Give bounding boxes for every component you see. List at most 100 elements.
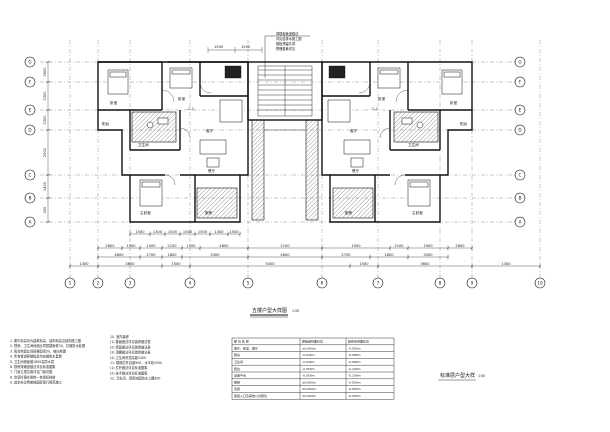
right-room-bedroom-2: 卧室 bbox=[378, 96, 386, 101]
axis-bubble-left bbox=[24, 192, 36, 204]
dimension-label: 1900 bbox=[126, 244, 136, 248]
note-line: 11. 楼梯栏杆高度900，水平段1050 bbox=[110, 360, 162, 365]
right-room-master: 主卧室 bbox=[412, 210, 423, 215]
left-room-dining: 餐厅 bbox=[208, 168, 216, 173]
table-header: 部 位 名 称 bbox=[234, 339, 249, 344]
axis-bubble-right bbox=[514, 76, 526, 88]
general-notes-middle: 10. 室内装修(1) 楼面做法详见装修做法表(2) 墙面做法详见装修做法表(3… bbox=[110, 334, 162, 381]
note-line: 3. 阳台地面比同层楼面低50，坡向地漏 bbox=[10, 348, 66, 353]
axis-label-left: B bbox=[29, 196, 32, 201]
table-header: 装修完成面标高 bbox=[348, 339, 369, 344]
left-bathroom-hatch bbox=[131, 111, 177, 143]
table-cell: -0.030m bbox=[302, 360, 315, 364]
axis-bubble-bottom bbox=[242, 277, 254, 289]
axis-bubble-bottom bbox=[184, 277, 196, 289]
note-line: 7. 门窗立樘位置详见门窗详图 bbox=[10, 369, 52, 374]
right-kitchen-hatch bbox=[332, 187, 374, 219]
table-cell: -0.080m bbox=[348, 360, 361, 364]
axis-bubble-left bbox=[24, 216, 36, 228]
table-cell: -0.050m bbox=[348, 346, 361, 350]
vertical-dimension-label: 3300 bbox=[43, 115, 47, 125]
dimension-label: 2700 bbox=[341, 253, 351, 257]
top-dim-2: 1500 bbox=[241, 45, 251, 49]
dimension-label: 1500 bbox=[168, 230, 178, 234]
left-unit-plan: 卧室 卧室 客厅 卫生间 厨房 阳台 餐厅 主卧室 C-1 bbox=[97, 61, 249, 223]
table-cell: 客厅、卧室、餐厅 bbox=[234, 345, 258, 350]
table-cell: 走廊 bbox=[234, 386, 240, 391]
table-cell: -0.050m bbox=[302, 367, 315, 371]
dimension-label: 1800 bbox=[384, 253, 394, 257]
table-cell: -0.100m bbox=[348, 374, 361, 378]
dimension-label: 1500 bbox=[171, 262, 181, 266]
right-toilet bbox=[416, 121, 424, 129]
callout-line-3: 楼板预留孔洞 bbox=[276, 41, 295, 46]
table-cell: ±0.000m bbox=[302, 380, 316, 384]
right-sofa bbox=[343, 139, 371, 155]
note-line: (4) 卫生间吊顶高度2400 bbox=[110, 355, 146, 360]
dimension-label: 5000 bbox=[265, 262, 275, 266]
axis-label-bottom: 9 bbox=[471, 281, 474, 286]
axis-label-right: B bbox=[519, 196, 522, 201]
axis-bubble-left bbox=[24, 76, 36, 88]
axis-label-right: G bbox=[518, 60, 521, 65]
table-cell: -0.100m bbox=[348, 367, 361, 371]
dimension-label: 1900 bbox=[423, 244, 433, 248]
right-unit-plan: 卧室 卧室 客厅 卫生间 厨房 阳台 餐厅 主卧室 C-1 bbox=[321, 61, 473, 223]
left-window-tag: C-1 bbox=[188, 107, 194, 111]
left-toilet bbox=[146, 121, 154, 129]
axis-label-left: D bbox=[28, 128, 31, 133]
table-cell: -0.050m bbox=[348, 387, 361, 391]
axis-bubble-right bbox=[514, 56, 526, 68]
right-window-tag: C-1 bbox=[372, 107, 378, 111]
dimension-label: 1300 bbox=[501, 262, 511, 266]
table-cell: -0.030m bbox=[302, 353, 315, 357]
callout-line-2: 详见给排水施工图 bbox=[276, 36, 302, 41]
note-line: 1. 图中标高均为建筑标高，结构标高见结构施工图 bbox=[10, 338, 81, 343]
axis-bubble-bottom bbox=[434, 277, 446, 289]
left-room-bedroom-1: 卧室 bbox=[110, 100, 118, 105]
vertical-dimension-label: 3600 bbox=[43, 67, 47, 77]
axis-label-left: E bbox=[29, 108, 32, 113]
dimension-label: 1500 bbox=[135, 230, 145, 234]
plan-title: 五楼户型大样图 bbox=[252, 307, 287, 314]
plan-scale: 1:50 bbox=[292, 309, 299, 313]
callout-line-4: 预埋套管详见 bbox=[276, 46, 296, 51]
axis-bubble-right bbox=[514, 169, 526, 181]
right-room-living: 客厅 bbox=[350, 128, 358, 133]
table-cell: 楼梯 bbox=[234, 379, 240, 384]
vertical-axis-lines bbox=[69, 40, 541, 278]
right-room-kitchen: 厨房 bbox=[345, 210, 353, 215]
dimension-label: 1500 bbox=[146, 244, 156, 248]
axis-bubble-right bbox=[514, 124, 526, 136]
callout-line-1: 穿楼板管道做法 bbox=[276, 31, 298, 36]
vertical-dimension-label: 300 bbox=[43, 206, 47, 214]
note-line: 10. 室内装修 bbox=[110, 334, 130, 339]
axis-label-bottom: 7 bbox=[377, 281, 380, 286]
axis-label-right: C bbox=[519, 173, 522, 178]
axis-bubble-bottom bbox=[372, 277, 384, 289]
axis-bubble-right bbox=[514, 104, 526, 116]
dimension-label: 2100 bbox=[394, 244, 404, 248]
table-cell: -0.050m bbox=[348, 380, 361, 384]
dimension-label: 1500 bbox=[183, 230, 193, 234]
table-frame bbox=[231, 337, 395, 400]
axis-bubble-bottom bbox=[466, 277, 478, 289]
axis-label-bottom: 8 bbox=[439, 281, 442, 286]
left-stair-equipment bbox=[224, 65, 242, 79]
left-room-master: 主卧室 bbox=[140, 210, 151, 215]
axis-label-right: F bbox=[519, 80, 522, 85]
left-room-balcony: 阳台 bbox=[102, 121, 110, 126]
axis-bubble-left bbox=[24, 104, 36, 116]
note-line: 5. 卫生间墙面做1800高防水层 bbox=[10, 359, 54, 364]
axis-bubble-bottom bbox=[316, 277, 328, 289]
axis-label-left: A bbox=[29, 220, 32, 225]
note-line: 6. 厨房排烟道做法详见标准图集 bbox=[10, 364, 56, 369]
top-dim-1: 1500 bbox=[214, 45, 224, 49]
table-cell: -0.050m bbox=[348, 394, 361, 398]
floor-elevation-table: 部 位 名 称楼板结构面标高装修完成面标高客厅、卧室、餐厅±0.000m-0.0… bbox=[231, 337, 395, 400]
dimension-label: 3000 bbox=[423, 253, 433, 257]
